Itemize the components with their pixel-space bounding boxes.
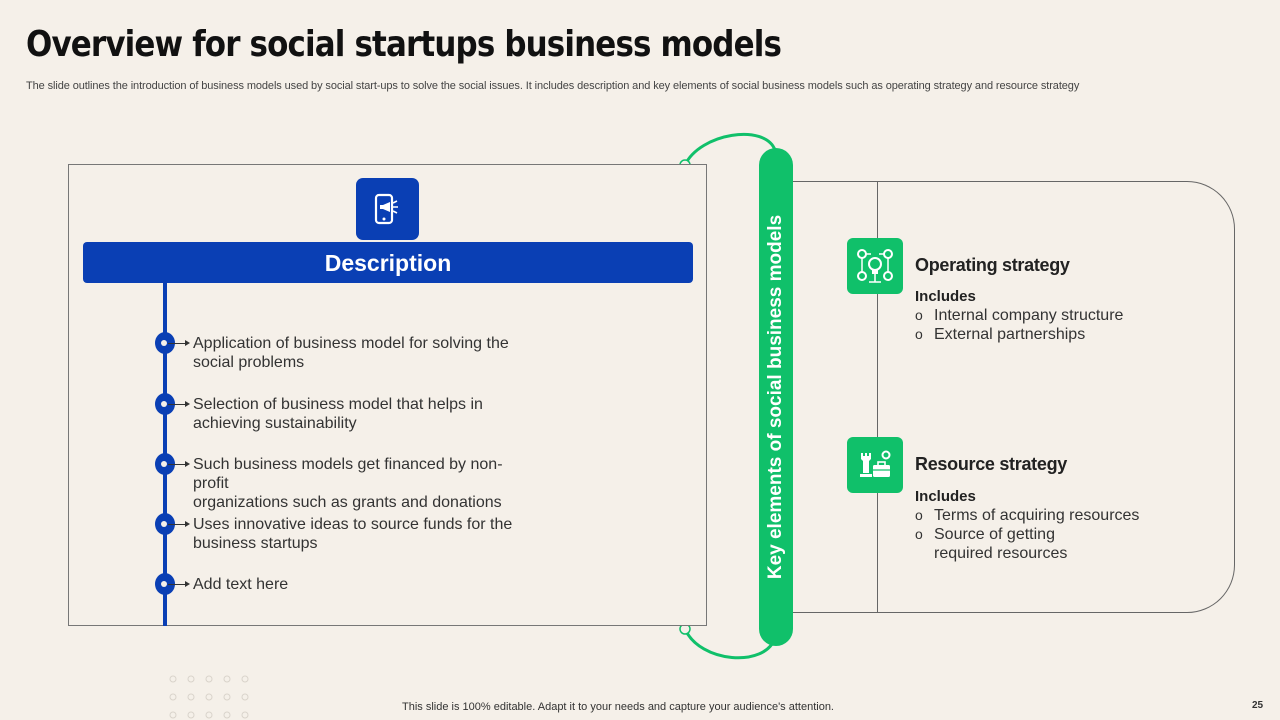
bullet-marker: o (915, 526, 923, 542)
item-line: business startups (193, 535, 318, 552)
description-heading: Description (83, 242, 693, 283)
bullet-dot (155, 573, 175, 595)
mobile-megaphone-icon (356, 178, 419, 240)
bullet-marker: o (915, 307, 923, 323)
key-elements-label: Key elements of social business models (765, 214, 786, 580)
page-number: 25 (1252, 700, 1264, 711)
resource-strategy-title: Resource strategy (915, 454, 1067, 474)
description-panel (68, 164, 707, 626)
footer-note: This slide is 100% editable. Adapt it to… (402, 701, 834, 713)
chess-rook-briefcase-icon (847, 437, 903, 493)
item-line: Uses innovative ideas to source funds fo… (193, 516, 513, 533)
bullet-dot (155, 393, 175, 415)
bullet-dot (155, 453, 175, 475)
item-line: achieving sustainability (193, 415, 357, 432)
item-line: Such business models get financed by non… (193, 456, 503, 492)
includes-label: Includes (915, 488, 976, 505)
key-elements-pill (759, 148, 793, 646)
bullet-marker: o (915, 507, 923, 523)
item-line: social problems (193, 354, 305, 371)
arrow-icon (168, 401, 190, 407)
decorative-dot-grid (169, 675, 249, 719)
item-line: organizations such as grants and donatio… (193, 494, 502, 511)
bullet-marker: o (915, 326, 923, 342)
item-line: Application of business model for solvin… (193, 335, 509, 352)
page-title: Overview for social startups business mo… (26, 24, 782, 65)
bullet-dot (155, 332, 175, 354)
gear-lightbulb-icon (847, 238, 903, 294)
list-item-continuation: required resources (934, 545, 1068, 562)
arrow-icon (168, 340, 190, 346)
bullet-dot (155, 513, 175, 535)
item-line: Add text here (193, 576, 289, 593)
item-line: Selection of business model that helps i… (193, 396, 483, 413)
includes-label: Includes (915, 288, 976, 305)
arrow-icon (168, 461, 190, 467)
panel-divider (877, 181, 878, 613)
arrow-icon (168, 521, 190, 527)
arrow-icon (168, 581, 190, 587)
operating-strategy-title: Operating strategy (915, 255, 1070, 275)
key-elements-panel (793, 181, 1235, 613)
page-subtitle: The slide outlines the introduction of b… (26, 80, 1080, 92)
